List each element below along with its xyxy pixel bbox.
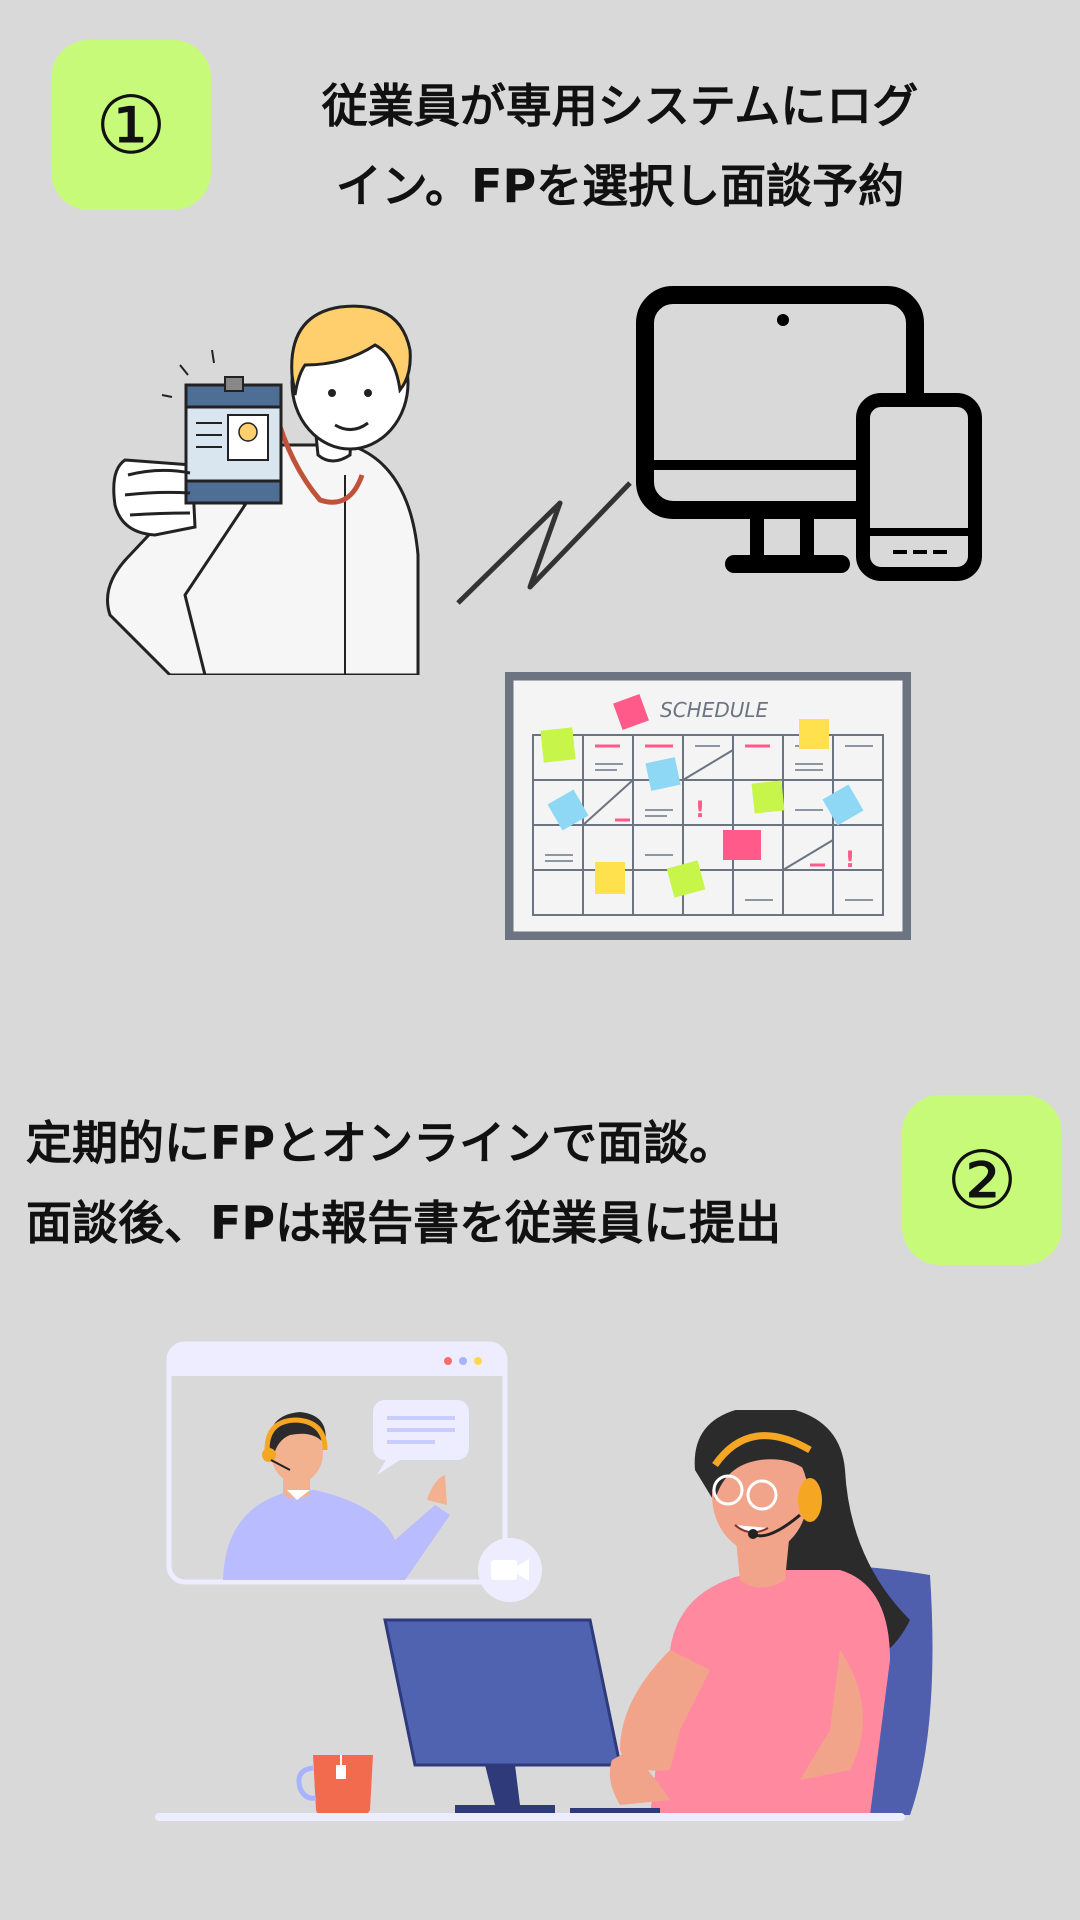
- svg-text:!: !: [845, 848, 855, 873]
- svg-text:!: !: [695, 798, 705, 823]
- smartphone-icon: [856, 393, 982, 581]
- step-2-number: ②: [946, 1133, 1018, 1227]
- step-1-number: ①: [95, 78, 167, 172]
- step-1-description: 従業員が専用システムにログ イン。FPを選択し面談予約: [260, 66, 980, 226]
- video-call-illustration: [166, 1341, 508, 1585]
- step-1-line-1: 従業員が専用システムにログ: [321, 79, 919, 133]
- video-camera-icon: [478, 1538, 542, 1602]
- step-2-badge: ②: [902, 1095, 1062, 1265]
- connection-line-icon: [456, 481, 632, 605]
- operator-illustration: [155, 1410, 933, 1821]
- employee-id-card-illustration: [106, 304, 420, 675]
- step-1-badge: ①: [51, 40, 211, 210]
- step-2-line-1: 定期的にFPとオンラインで面談。: [26, 1116, 736, 1170]
- step-1-line-2: イン。FPを選択し面談予約: [335, 159, 905, 213]
- headset-icon: [712, 1432, 812, 1468]
- schedule-title: SCHEDULE: [660, 698, 769, 722]
- schedule-board-illustration: SCHEDULE: [505, 672, 911, 940]
- step-2-description: 定期的にFPとオンラインで面談。 面談後、FPは報告書を従業員に提出: [26, 1103, 896, 1263]
- step-2-line-2: 面談後、FPは報告書を従業員に提出: [26, 1196, 782, 1250]
- mug-icon: [296, 1755, 373, 1820]
